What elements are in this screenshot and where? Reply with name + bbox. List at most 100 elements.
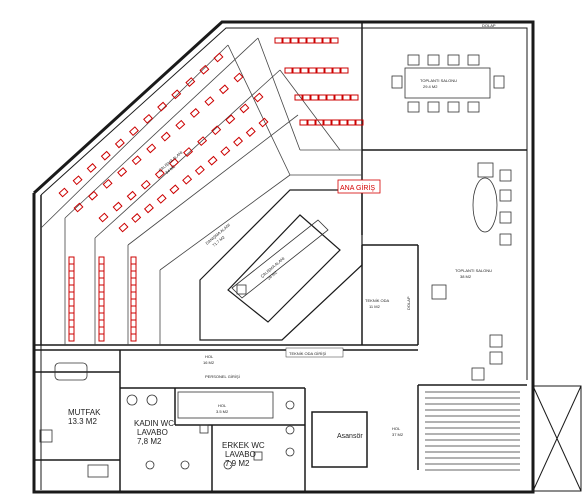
label-mutfak-area: 13.3 M2 [68, 417, 97, 426]
seat [72, 175, 83, 186]
seat [197, 136, 208, 147]
seat [326, 94, 335, 101]
seat [88, 190, 99, 201]
seat [98, 263, 105, 272]
label-toplanti-top: TOPLANTI SALONU [420, 78, 457, 83]
seat [126, 190, 137, 201]
label-asansor: Asansör [337, 433, 363, 440]
seat [73, 202, 84, 213]
seat [68, 312, 75, 321]
seat [220, 146, 231, 157]
seat [315, 119, 324, 126]
seat [130, 291, 137, 300]
seat [185, 77, 196, 87]
seat [245, 127, 256, 137]
seat [68, 319, 75, 328]
seat [68, 326, 75, 335]
label-kadin-wc: KADIN WC [134, 419, 174, 428]
label-dolap-top: DOLAP [482, 23, 496, 28]
seat [98, 284, 105, 293]
seat [117, 167, 128, 177]
seat [68, 256, 75, 265]
seat [284, 67, 293, 74]
seat [157, 101, 168, 112]
label-toplanti-top-area: 29.4 M2 [423, 84, 438, 89]
seat [58, 187, 69, 198]
seat [68, 333, 75, 342]
label-ana-giris: ANA GİRİŞ [340, 183, 375, 192]
seat [347, 119, 356, 126]
seat [310, 94, 319, 101]
seat [355, 119, 364, 126]
seat [118, 222, 129, 233]
seat [171, 89, 182, 100]
seat [218, 84, 229, 95]
label-erkek-wc-sub: LAVABO [225, 450, 256, 459]
seat [194, 165, 205, 176]
seat [100, 150, 111, 161]
seat [68, 277, 75, 286]
seat [154, 168, 165, 179]
central-table [231, 219, 329, 299]
seat [189, 108, 200, 118]
seat [330, 37, 339, 44]
seat [339, 119, 348, 126]
seat [98, 270, 105, 279]
seat [239, 103, 250, 114]
label-hol-right: HOL [392, 426, 401, 431]
label-teknik-oda-area: 11 M2 [369, 304, 381, 309]
seat [299, 119, 308, 126]
seat [68, 263, 75, 272]
seat [130, 263, 137, 272]
seat [98, 305, 105, 314]
seat [68, 305, 75, 314]
seat [98, 312, 105, 321]
seat [204, 96, 215, 107]
seat [98, 333, 105, 342]
seat [332, 67, 341, 74]
stairs [425, 391, 520, 471]
seat [334, 94, 343, 101]
seat [183, 147, 194, 157]
seat [211, 125, 222, 136]
seat [98, 212, 109, 223]
seat [225, 114, 236, 125]
seat [130, 277, 137, 286]
seat [342, 94, 351, 101]
label-hol-wc: HOL [218, 403, 227, 408]
seat [130, 319, 137, 328]
seat [130, 326, 137, 335]
seat [68, 270, 75, 279]
seat [307, 119, 316, 126]
seat [86, 163, 97, 173]
auditorium-tiers [40, 37, 362, 345]
seat [213, 52, 224, 63]
seat [131, 213, 142, 223]
seat [98, 291, 105, 300]
label-hol-center: HOL [205, 354, 214, 359]
kitchen-fixtures [39, 362, 109, 478]
seat [68, 298, 75, 307]
seat [112, 201, 123, 212]
seat [308, 67, 317, 74]
seat [290, 37, 299, 44]
seat [298, 37, 307, 44]
seat [323, 119, 332, 126]
meeting-table-right [431, 162, 512, 381]
seat [350, 94, 359, 101]
seat [274, 37, 283, 44]
seat [98, 326, 105, 335]
seat [68, 291, 75, 300]
seat [302, 94, 311, 101]
main-hall-outline [199, 189, 363, 341]
seat [233, 72, 244, 83]
seat [98, 298, 105, 307]
seat [324, 67, 333, 74]
label-mutfak: MUTFAK [68, 408, 101, 417]
seat [143, 203, 154, 214]
label-personel-giris: PERSONEL GİRİŞİ [205, 374, 240, 379]
label-kadin-wc-sub: LAVABO [137, 428, 168, 437]
seat [175, 119, 186, 130]
seat [282, 37, 291, 44]
seat [199, 64, 210, 75]
